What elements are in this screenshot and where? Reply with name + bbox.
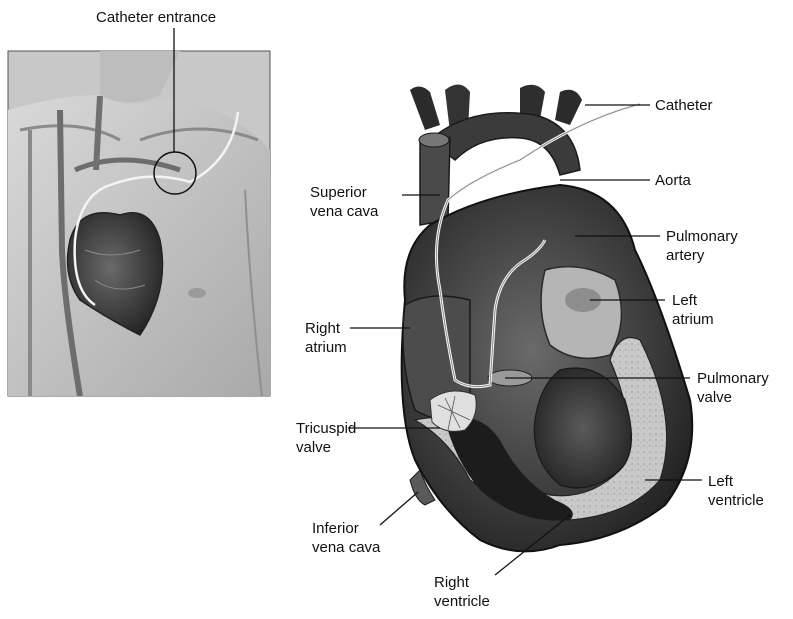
jugular-vein — [96, 96, 100, 170]
label-right-atrium-line2: atrium — [305, 338, 347, 357]
label-pulmonary-artery-line2: artery — [666, 246, 738, 265]
label-tricuspid-valve-line1: Tricuspid — [296, 419, 356, 438]
label-right-atrium-line1: Right — [305, 319, 347, 338]
label-pulmonary-valve-line2: valve — [697, 388, 769, 407]
label-inferior-vena-cava: Inferior vena cava — [312, 519, 380, 557]
label-inferior-vena-cava-line1: Inferior — [312, 519, 380, 538]
label-pulmonary-valve: Pulmonary valve — [697, 369, 769, 407]
label-superior-vena-cava: Superior vena cava — [310, 183, 378, 221]
vessel-branch-1 — [410, 86, 440, 130]
label-left-atrium-line1: Left — [672, 291, 714, 310]
label-tricuspid-valve: Tricuspid valve — [296, 419, 356, 457]
label-left-ventricle-line2: ventricle — [708, 491, 764, 510]
label-pulmonary-artery: Pulmonary artery — [666, 227, 738, 265]
left-atrium-chamber — [541, 267, 621, 359]
label-pulmonary-valve-line1: Pulmonary — [697, 369, 769, 388]
label-left-atrium-line2: atrium — [672, 310, 714, 329]
label-aorta: Aorta — [655, 171, 691, 190]
label-left-ventricle: Left ventricle — [708, 472, 764, 510]
label-superior-vena-cava-line1: Superior — [310, 183, 378, 202]
label-catheter-entrance: Catheter entrance — [96, 8, 216, 27]
superior-vena-cava-vessel — [420, 134, 450, 225]
tricuspid-valve-shape — [430, 391, 476, 431]
label-pulmonary-artery-line1: Pulmonary — [666, 227, 738, 246]
label-left-ventricle-line1: Left — [708, 472, 764, 491]
label-left-atrium: Left atrium — [672, 291, 714, 329]
svc-opening — [419, 133, 449, 147]
label-inferior-vena-cava-line2: vena cava — [312, 538, 380, 557]
vessel-branch-4 — [555, 90, 582, 125]
label-tricuspid-valve-line2: valve — [296, 438, 356, 457]
label-right-ventricle: Right ventricle — [434, 573, 490, 611]
label-catheter: Catheter — [655, 96, 713, 115]
main-heart — [402, 84, 693, 551]
leader-inferior-vena-cava — [380, 492, 418, 525]
label-right-ventricle-line2: ventricle — [434, 592, 490, 611]
torso-inset — [8, 51, 270, 396]
label-right-atrium: Right atrium — [305, 319, 347, 357]
label-right-ventricle-line1: Right — [434, 573, 490, 592]
nipple — [188, 288, 206, 298]
label-superior-vena-cava-line2: vena cava — [310, 202, 378, 221]
